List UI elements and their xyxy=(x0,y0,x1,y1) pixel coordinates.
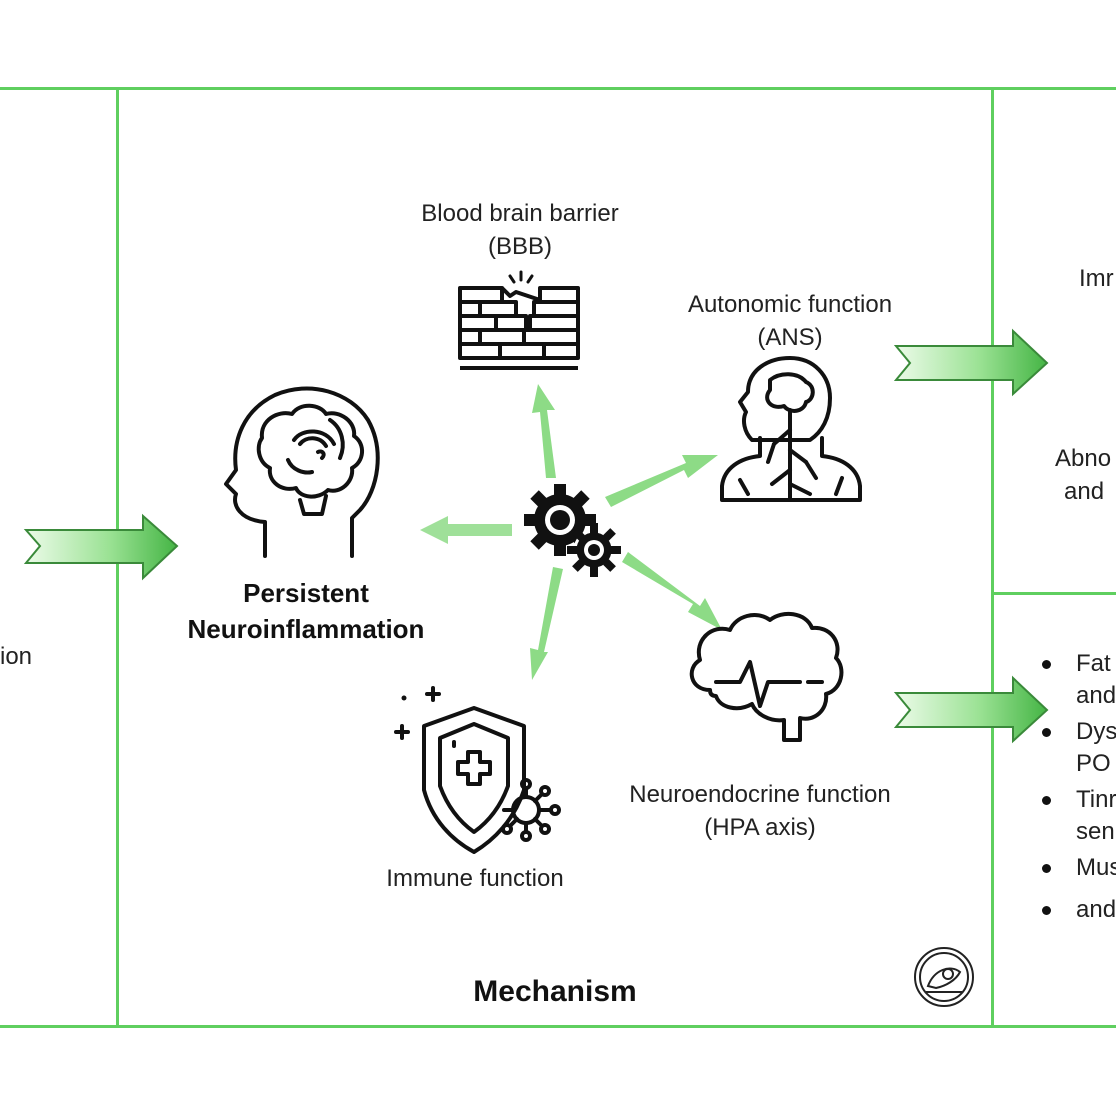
left-panel-partial-label: ion xyxy=(0,643,33,670)
bullet-5-line1: and xyxy=(1076,896,1116,923)
bullet-item-1: Fat and xyxy=(1038,648,1116,712)
ans-label-line1: Autonomic function xyxy=(687,291,893,318)
bullet-1-line1: Fat xyxy=(1076,650,1111,677)
persistent-label-line2: Neuroinflammation xyxy=(187,614,425,644)
bullet-item-5: and xyxy=(1038,894,1116,926)
hpa-label-line1: Neuroendocrine function xyxy=(629,781,891,808)
hpa-label-line2: (HPA axis) xyxy=(704,814,816,841)
spoke-arrow-down xyxy=(530,567,563,680)
spoke-arrow-upper-right xyxy=(605,455,718,507)
frame-divider-right xyxy=(991,87,994,1028)
bullet-2-line2: PO xyxy=(1076,750,1111,777)
right-top-partial-label-2a: Abno xyxy=(1055,445,1112,472)
bullet-4-line1: Mus xyxy=(1076,854,1116,881)
bullet-3-line1: Tinr xyxy=(1076,786,1116,813)
bullet-item-2: Dys PO xyxy=(1038,716,1116,780)
right-top-partial-label-2b: and xyxy=(1064,478,1105,505)
bullet-3-line2: sen xyxy=(1076,818,1115,845)
bbb-label-line2: (BBB) xyxy=(487,233,552,260)
bbb-label-line1: Blood brain barrier xyxy=(421,200,619,227)
ans-label-line2: (ANS) xyxy=(757,324,823,351)
mechanism-title: Mechanism xyxy=(473,975,637,1008)
right-top-partial-label-1: Imr xyxy=(1079,265,1114,292)
immune-label: Immune function xyxy=(386,865,564,892)
frame-bottom-border xyxy=(0,1025,1116,1028)
bullet-item-3: Tinr sen xyxy=(1038,784,1116,848)
persistent-label-line1: Persistent xyxy=(243,578,369,608)
frame-top-border xyxy=(0,87,1116,90)
frame-divider-right-horizontal xyxy=(991,592,1116,595)
spoke-arrow-up xyxy=(532,384,556,478)
symptom-bullet-list: Fat and Dys PO Tinr sen Mus and xyxy=(1038,648,1116,926)
spoke-arrow-left xyxy=(420,516,512,544)
bullet-1-line2: and xyxy=(1076,682,1116,709)
spoke-arrow-lower-right xyxy=(622,552,722,630)
bullet-2-line1: Dys xyxy=(1076,718,1116,745)
bullet-item-4: Mus xyxy=(1038,852,1116,884)
